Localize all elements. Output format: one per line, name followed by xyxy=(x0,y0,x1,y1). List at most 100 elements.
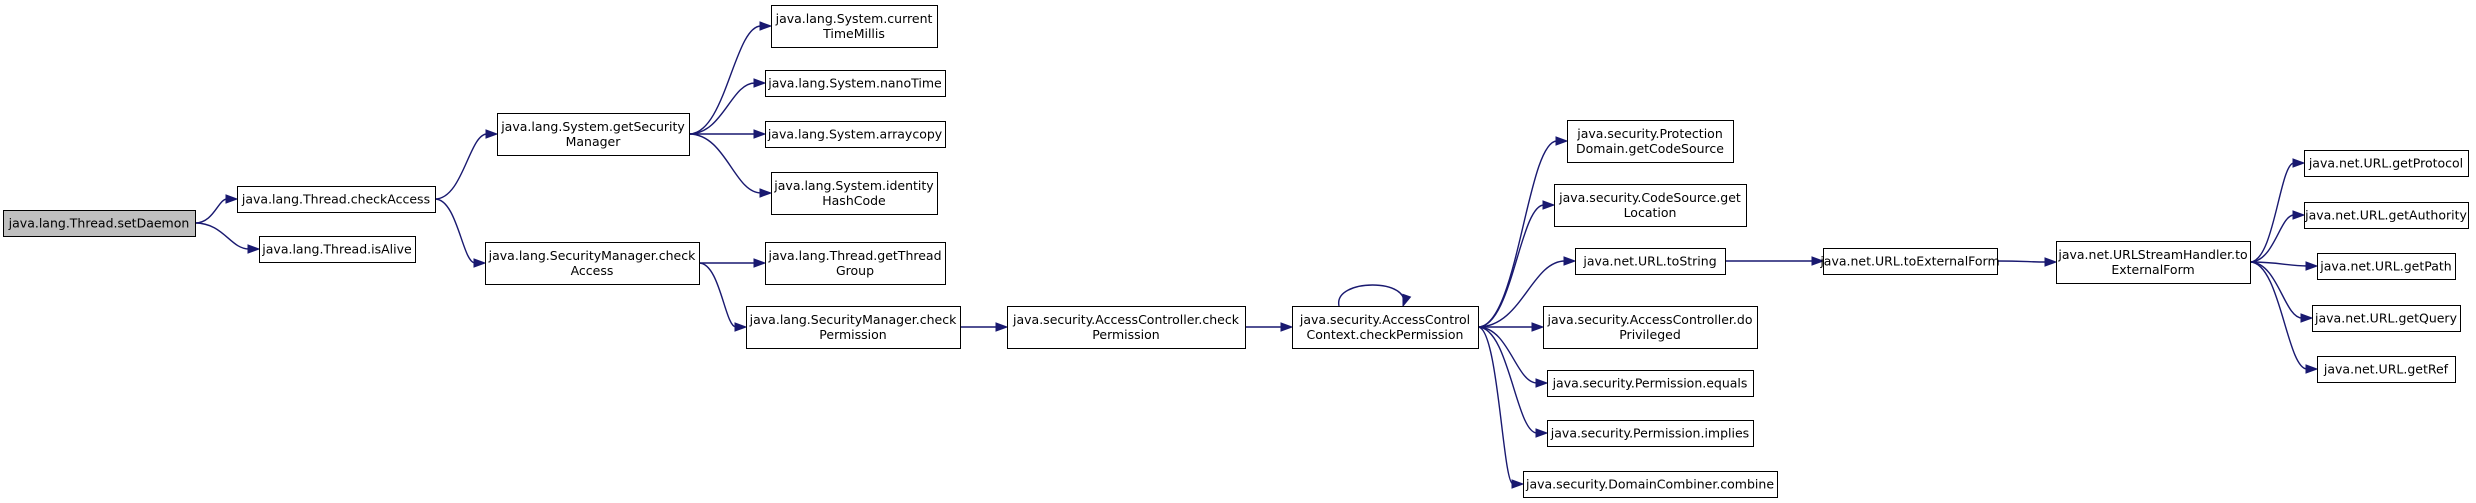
node-toExternalForm[interactable]: java.net.URL.toExternalForm xyxy=(1819,248,2000,275)
node-doPrivileged[interactable]: java.security.AccessController.doPrivile… xyxy=(1543,306,1758,349)
node-label: java.lang.SecurityManager.check xyxy=(749,312,957,327)
node-box xyxy=(771,172,938,215)
node-getRef[interactable]: java.net.URL.getRef xyxy=(2317,356,2456,383)
edge-toExternalForm-to-ushToExternalForm-arrowhead xyxy=(2044,257,2058,267)
node-label: java.lang.Thread.isAlive xyxy=(261,242,412,257)
edge-setDaemon-to-isAlive-arrowhead xyxy=(247,244,261,254)
node-checkAccess[interactable]: java.lang.Thread.checkAccess xyxy=(237,186,436,213)
node-label: java.lang.Thread.getThread xyxy=(767,248,941,263)
node-nanoTime[interactable]: java.lang.System.nanoTime xyxy=(765,70,946,97)
node-ushToExternalForm[interactable]: java.net.URLStreamHandler.toExternalForm xyxy=(2056,241,2251,284)
node-isAlive[interactable]: java.lang.Thread.isAlive xyxy=(259,236,416,263)
node-label: java.net.URLStreamHandler.to xyxy=(2057,247,2247,262)
node-label: java.lang.System.nanoTime xyxy=(767,76,942,91)
edge-toExternalForm-to-ushToExternalForm xyxy=(1996,260,2047,263)
node-getCodeSource[interactable]: java.security.ProtectionDomain.getCodeSo… xyxy=(1567,120,1734,163)
node-label: java.lang.SecurityManager.check xyxy=(488,248,696,263)
node-box xyxy=(2304,150,2469,177)
edge-smCheckPermission-to-acCheckPermission-arrowhead xyxy=(995,322,1009,332)
node-box xyxy=(1523,471,1778,498)
node-label: java.lang.System.getSecurity xyxy=(500,119,685,134)
node-label: java.security.DomainCombiner.combine xyxy=(1525,477,1774,492)
node-box xyxy=(771,5,938,48)
node-dcCombine[interactable]: java.security.DomainCombiner.combine xyxy=(1523,471,1778,498)
node-label: java.net.URL.getAuthority xyxy=(2304,208,2467,223)
node-label: java.security.Permission.implies xyxy=(1550,426,1749,441)
node-label: java.net.URL.toString xyxy=(1582,254,1716,269)
node-box xyxy=(1292,306,1479,349)
node-permImplies[interactable]: java.security.Permission.implies xyxy=(1547,420,1754,447)
node-accCheckPermission[interactable]: java.security.AccessControlContext.check… xyxy=(1292,306,1479,349)
node-smCheckAccess[interactable]: java.lang.SecurityManager.checkAccess xyxy=(485,242,700,285)
node-label: java.security.Permission.equals xyxy=(1552,376,1748,391)
node-box xyxy=(1575,248,1726,275)
node-label: ExternalForm xyxy=(2111,262,2194,277)
node-acCheckPermission[interactable]: java.security.AccessController.checkPerm… xyxy=(1007,306,1246,349)
node-box xyxy=(259,236,416,263)
node-box xyxy=(2304,202,2469,229)
node-box xyxy=(765,121,946,148)
node-urlToString[interactable]: java.net.URL.toString xyxy=(1575,248,1726,275)
edges-layer xyxy=(194,21,2319,489)
node-label: java.net.URL.toExternalForm xyxy=(1819,254,1999,269)
node-box xyxy=(1567,120,1734,163)
node-box xyxy=(746,306,961,349)
edge-accCheckPermission-to-accCheckPermission-arrowhead xyxy=(1402,293,1412,308)
edge-ushToExternalForm-to-getProtocol-arrowhead xyxy=(2292,158,2306,168)
node-smCheckPermission[interactable]: java.lang.SecurityManager.checkPermissio… xyxy=(746,306,961,349)
edge-ushToExternalForm-to-getPath-arrowhead xyxy=(2305,261,2319,271)
node-box xyxy=(237,186,436,213)
edge-getSecurityManager-to-identityHashCode-arrowhead xyxy=(759,188,773,198)
edge-ushToExternalForm-to-getQuery-arrowhead xyxy=(2300,313,2314,323)
node-label: TimeMillis xyxy=(822,26,885,41)
edge-accCheckPermission-to-urlToString-arrowhead xyxy=(1563,256,1577,266)
edge-accCheckPermission-to-permImplies xyxy=(1477,326,1538,434)
edge-getSecurityManager-to-nanoTime xyxy=(688,82,756,135)
node-label: java.net.URL.getQuery xyxy=(2314,311,2458,326)
node-getPath[interactable]: java.net.URL.getPath xyxy=(2317,253,2456,280)
edge-checkAccess-to-smCheckAccess-arrowhead xyxy=(473,258,487,268)
node-box xyxy=(3,210,196,237)
node-label: java.lang.System.current xyxy=(775,11,933,26)
edge-accCheckPermission-to-getLocation xyxy=(1477,204,1545,328)
node-label: java.lang.System.arraycopy xyxy=(767,127,943,142)
node-label: java.lang.Thread.setDaemon xyxy=(8,216,190,231)
node-box xyxy=(2312,305,2461,332)
edge-getSecurityManager-to-currentTimeMillis xyxy=(688,25,762,135)
node-permEquals[interactable]: java.security.Permission.equals xyxy=(1547,370,1754,397)
edge-accCheckPermission-to-urlToString xyxy=(1477,260,1566,328)
node-label: HashCode xyxy=(822,193,886,208)
edge-smCheckAccess-to-getThreadGroup-arrowhead xyxy=(753,258,767,268)
node-getAuthority[interactable]: java.net.URL.getAuthority xyxy=(2304,202,2469,229)
edge-ushToExternalForm-to-getRef xyxy=(2249,261,2308,370)
nodes-layer: java.lang.Thread.setDaemon java.lang.Thre… xyxy=(3,5,2469,498)
node-label: java.security.Protection xyxy=(1576,126,1723,141)
edge-setDaemon-to-checkAccess-arrowhead xyxy=(225,194,239,204)
node-label: Manager xyxy=(566,134,622,149)
node-getQuery[interactable]: java.net.URL.getQuery xyxy=(2312,305,2461,332)
node-label: java.security.AccessController.do xyxy=(1547,312,1753,327)
node-getProtocol[interactable]: java.net.URL.getProtocol xyxy=(2304,150,2469,177)
edge-accCheckPermission-to-doPrivileged-arrowhead xyxy=(1531,322,1545,332)
edge-accCheckPermission-to-getLocation-arrowhead xyxy=(1542,200,1556,210)
node-setDaemon[interactable]: java.lang.Thread.setDaemon xyxy=(3,210,196,237)
node-arraycopy[interactable]: java.lang.System.arraycopy xyxy=(765,121,946,148)
node-label: Location xyxy=(1624,205,1677,220)
node-label: java.security.AccessControl xyxy=(1299,312,1470,327)
node-box xyxy=(765,242,946,285)
edge-accCheckPermission-to-dcCombine xyxy=(1477,326,1514,485)
node-box xyxy=(2317,253,2456,280)
edge-ushToExternalForm-to-getPath xyxy=(2249,261,2308,267)
node-box xyxy=(485,242,700,285)
edge-checkAccess-to-smCheckAccess xyxy=(434,198,476,264)
edge-ushToExternalForm-to-getAuthority xyxy=(2249,214,2295,263)
node-box xyxy=(1547,420,1754,447)
node-label: Permission xyxy=(1092,327,1159,342)
node-box xyxy=(1554,184,1747,227)
